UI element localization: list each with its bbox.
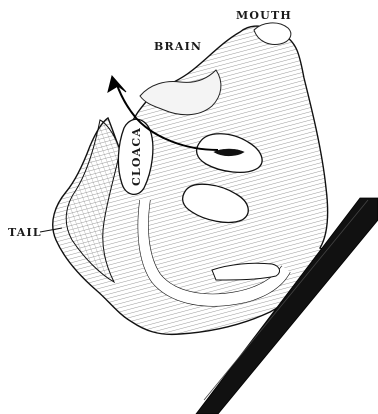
- label-tail: TAIL: [8, 226, 42, 239]
- label-brain: BRAIN: [154, 40, 202, 53]
- label-cloaca: CLOACA: [130, 127, 143, 186]
- flow-arrow-head: [108, 76, 126, 92]
- label-mouth: MOUTH: [236, 9, 292, 22]
